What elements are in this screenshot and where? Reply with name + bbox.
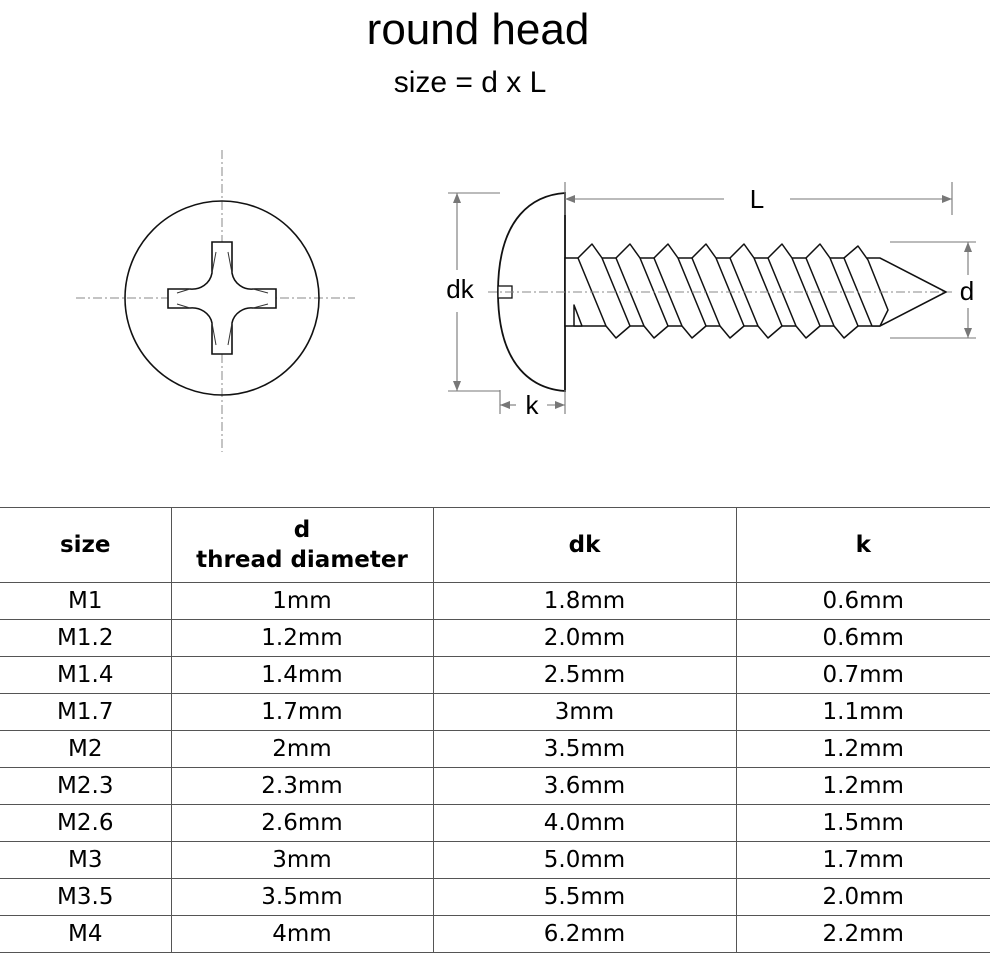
cell-size: M2.6 (0, 804, 172, 842)
cell-dk: 3mm (432, 693, 737, 731)
cell-size: M2.3 (0, 767, 172, 805)
cell-d: 2.3mm (170, 767, 434, 805)
cell-dk: 3.6mm (432, 767, 737, 805)
cell-k: 0.6mm (735, 619, 990, 657)
header-k: k (735, 507, 990, 583)
dimension-labels: L dk d k (446, 184, 974, 420)
cell-size: M3.5 (0, 878, 172, 916)
cell-d: 3.5mm (170, 878, 434, 916)
cell-dk: 4.0mm (432, 804, 737, 842)
cell-k: 1.2mm (735, 767, 990, 805)
page-subtitle: size = d x L (393, 66, 547, 99)
cell-k: 1.7mm (735, 841, 990, 879)
cell-size: M1 (0, 582, 172, 620)
cell-dk: 2.0mm (432, 619, 737, 657)
head-outline (124, 200, 320, 396)
cell-d: 1.7mm (170, 693, 434, 731)
cell-size: M4 (0, 915, 172, 953)
head-top-view (76, 150, 355, 452)
cell-d: 2.6mm (170, 804, 434, 842)
cell-dk: 5.5mm (432, 878, 737, 916)
label-dk: dk (446, 274, 474, 304)
cell-dk: 3.5mm (432, 730, 737, 768)
screw-diagram: L dk d k (76, 150, 976, 452)
cell-k: 1.1mm (735, 693, 990, 731)
cell-d: 2mm (170, 730, 434, 768)
screw-side-view (488, 192, 952, 392)
cell-size: M1.4 (0, 656, 172, 694)
cell-size: M1.7 (0, 693, 172, 731)
header-d-name: thread diameter (196, 547, 408, 573)
cell-size: M3 (0, 841, 172, 879)
cell-d: 1.2mm (170, 619, 434, 657)
page-title: round head (366, 5, 590, 54)
cell-k: 0.7mm (735, 656, 990, 694)
cell-k: 0.6mm (735, 582, 990, 620)
cell-k: 1.5mm (735, 804, 990, 842)
table-header-row: size d thread diameter dk k (0, 507, 990, 583)
cell-size: M2 (0, 730, 172, 768)
cell-dk: 6.2mm (432, 915, 737, 953)
dimension-lines (448, 182, 976, 414)
cell-d: 3mm (170, 841, 434, 879)
header-dk: dk (432, 507, 737, 583)
cell-d: 4mm (170, 915, 434, 953)
phillips-recess-icon (167, 241, 277, 355)
cell-dk: 5.0mm (432, 841, 737, 879)
recess-inner-lines (176, 251, 269, 346)
cell-dk: 1.8mm (432, 582, 737, 620)
cell-d: 1mm (170, 582, 434, 620)
label-d: d (960, 276, 974, 306)
label-k: k (526, 390, 540, 420)
screw-threads (573, 243, 889, 339)
header-d: d thread diameter (170, 507, 434, 583)
cell-k: 2.0mm (735, 878, 990, 916)
cell-k: 1.2mm (735, 730, 990, 768)
cell-dk: 2.5mm (432, 656, 737, 694)
cell-d: 1.4mm (170, 656, 434, 694)
cell-size: M1.2 (0, 619, 172, 657)
cell-k: 2.2mm (735, 915, 990, 953)
header-size: size (0, 507, 172, 583)
label-L: L (750, 184, 764, 214)
header-d-symbol: d (293, 517, 311, 543)
